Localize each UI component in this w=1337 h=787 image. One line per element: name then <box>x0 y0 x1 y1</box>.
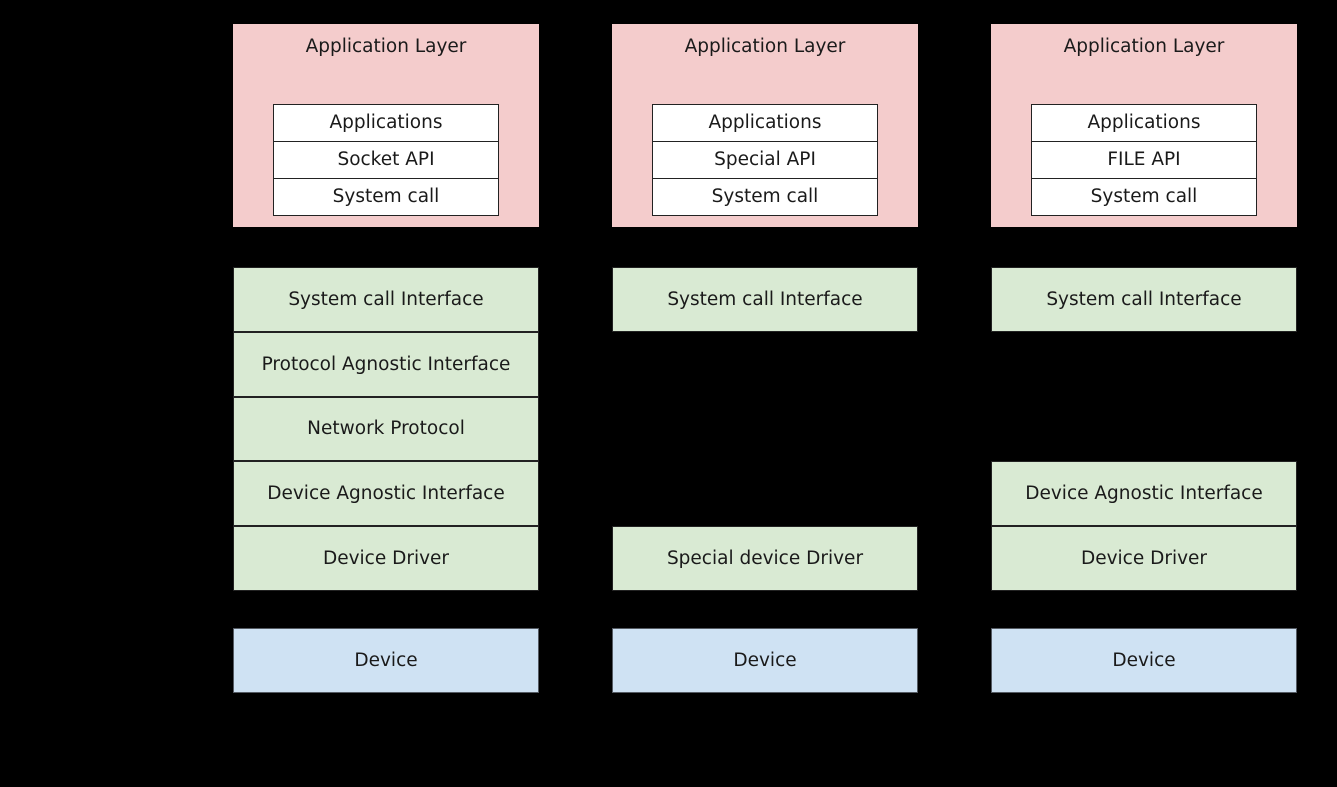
kernel-slot-2-empty <box>612 332 918 397</box>
kernel-box-device-agnostic-interface: Device Agnostic Interface <box>991 461 1297 527</box>
kernel-box-empty <box>612 332 918 397</box>
kernel-slot-3-empty <box>612 397 918 462</box>
kernel-box-device-driver: Device Driver <box>991 526 1297 591</box>
kernel-slot-1: System call Interface <box>991 267 1297 332</box>
kernel-slot-5: Device Driver <box>233 526 539 591</box>
application-sub-box-applications: Applications <box>652 104 878 143</box>
application-layer-title: Application Layer <box>305 36 467 57</box>
kernel-box-device-agnostic-interface: Device Agnostic Interface <box>233 461 539 527</box>
device-box: Device <box>612 628 918 693</box>
application-layer-title: Application Layer <box>684 36 846 57</box>
application-sub-box-system-call: System call <box>273 177 499 217</box>
kernel-slot-1: System call Interface <box>233 267 539 332</box>
kernel-layer-stack: System call Interface Protocol Agnostic … <box>233 267 539 591</box>
kernel-slot-4: Device Agnostic Interface <box>233 461 539 527</box>
kernel-box-protocol-agnostic-interface: Protocol Agnostic Interface <box>233 331 539 397</box>
stack-column-file: Application Layer Applications FILE API … <box>991 0 1297 787</box>
application-sub-box-system-call: System call <box>652 177 878 217</box>
kernel-slot-5: Special device Driver <box>612 526 918 591</box>
application-sub-box-api: Special API <box>652 140 878 180</box>
stack-column-network: Application Layer Applications Socket AP… <box>233 0 539 787</box>
application-layer-title: Application Layer <box>1063 36 1225 57</box>
application-sub-box-applications: Applications <box>1031 104 1257 143</box>
kernel-box-system-call-interface: System call Interface <box>612 267 918 332</box>
kernel-box-network-protocol: Network Protocol <box>233 396 539 462</box>
stack-column-special: Application Layer Applications Special A… <box>612 0 918 787</box>
kernel-slot-2-empty <box>991 332 1297 397</box>
kernel-box-empty <box>612 397 918 462</box>
application-sub-box-api: Socket API <box>273 140 499 180</box>
kernel-slot-3: Network Protocol <box>233 396 539 462</box>
application-sub-box-applications: Applications <box>273 104 499 143</box>
kernel-box-system-call-interface: System call Interface <box>991 267 1297 332</box>
kernel-box-special-device-driver: Special device Driver <box>612 526 918 591</box>
kernel-box-empty <box>612 461 918 526</box>
application-layer-box: Application Layer Applications Socket AP… <box>233 24 539 227</box>
kernel-slot-4-empty <box>612 461 918 526</box>
application-sub-box-api: FILE API <box>1031 140 1257 180</box>
kernel-slot-3-empty <box>991 397 1297 462</box>
application-sub-box-stack: Applications Special API System call <box>652 104 878 217</box>
application-sub-box-stack: Applications FILE API System call <box>1031 104 1257 217</box>
kernel-box-empty <box>991 332 1297 397</box>
kernel-slot-1: System call Interface <box>612 267 918 332</box>
kernel-box-device-driver: Device Driver <box>233 526 539 591</box>
application-layer-box: Application Layer Applications FILE API … <box>991 24 1297 227</box>
kernel-slot-2: Protocol Agnostic Interface <box>233 331 539 397</box>
application-layer-box: Application Layer Applications Special A… <box>612 24 918 227</box>
application-sub-box-system-call: System call <box>1031 177 1257 217</box>
kernel-box-empty <box>991 397 1297 462</box>
device-box: Device <box>233 628 539 693</box>
device-box: Device <box>991 628 1297 693</box>
kernel-layer-stack: System call Interface Device Agnostic In… <box>991 267 1297 591</box>
application-sub-box-stack: Applications Socket API System call <box>273 104 499 217</box>
kernel-layer-stack: System call Interface Special device Dri… <box>612 267 918 591</box>
kernel-slot-4: Device Agnostic Interface <box>991 461 1297 527</box>
kernel-slot-5: Device Driver <box>991 526 1297 591</box>
kernel-box-system-call-interface: System call Interface <box>233 267 539 332</box>
